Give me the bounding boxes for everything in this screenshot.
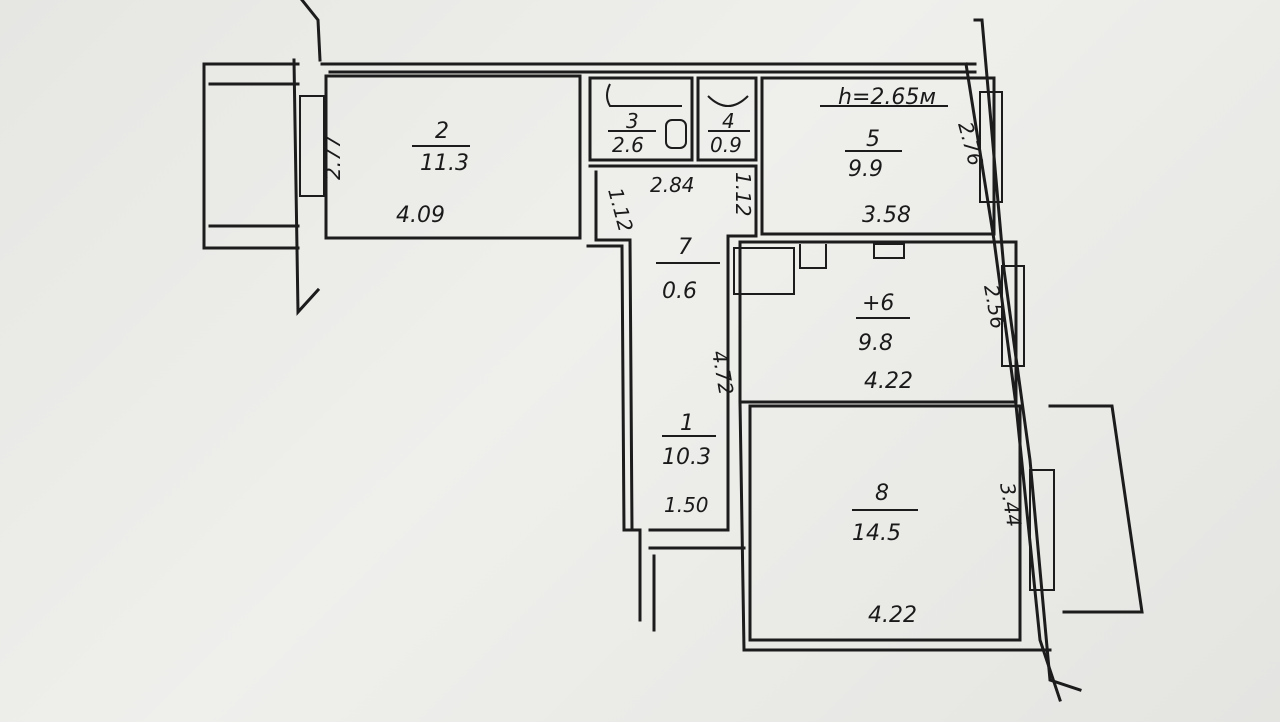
dim-room5-width: 3.58 <box>862 203 911 228</box>
dim-room2-height: 2.77 <box>321 135 345 180</box>
kitchen-sink-icon <box>799 244 827 269</box>
room-6-number: +6 <box>862 291 894 316</box>
dim-room5-height: 2.76 <box>953 119 988 168</box>
dim-room6-width: 4.22 <box>864 369 913 394</box>
radiator-icon <box>873 243 905 259</box>
room-2-number: 2 <box>435 119 449 144</box>
dim-hall-length: 4.72 <box>707 349 738 397</box>
dim-corridor-left: 1.12 <box>603 185 638 234</box>
room-8-number: 8 <box>875 481 889 506</box>
room-5-number: 5 <box>866 127 880 152</box>
dim-room8-height: 3.44 <box>995 481 1026 529</box>
dim-room8-width: 4.22 <box>868 603 917 628</box>
dim-room2-width: 4.09 <box>396 203 445 228</box>
room-1-number: 1 <box>680 411 694 436</box>
room-7-area: 0.6 <box>662 279 697 304</box>
room-7-number: 7 <box>678 235 692 260</box>
room-1-area: 10.3 <box>662 445 711 470</box>
room-3-outline <box>588 76 694 162</box>
room-4-outline <box>696 76 758 162</box>
window-room-6 <box>1001 265 1025 367</box>
dim-hall-width: 1.50 <box>664 493 709 517</box>
room-5-area: 9.9 <box>848 157 883 182</box>
sink-icon <box>665 119 687 149</box>
window-room-2 <box>299 95 325 197</box>
room-6-outline <box>738 240 1018 404</box>
ceiling-height-label: h=2.65м <box>838 85 936 110</box>
room-3-area: 2.6 <box>612 133 644 157</box>
label-dividers <box>412 105 948 511</box>
room-4-area: 0.9 <box>710 133 742 157</box>
bathtub-icon <box>606 83 682 107</box>
dim-corridor-right: 1.12 <box>731 172 755 217</box>
dim-corridor-width: 2.84 <box>650 173 695 197</box>
room-6-area: 9.8 <box>858 331 893 356</box>
room-3-number: 3 <box>626 109 639 133</box>
fixtures <box>606 83 905 295</box>
stove-icon <box>733 247 795 295</box>
room-2-area: 11.3 <box>420 151 469 176</box>
room-2-outline <box>324 74 582 240</box>
window-room-8 <box>1029 469 1055 591</box>
room-8-outline <box>748 404 1022 642</box>
room-8-area: 14.5 <box>852 521 901 546</box>
room-4-number: 4 <box>722 109 735 133</box>
window-room-5 <box>979 91 1003 203</box>
walls <box>202 0 1144 702</box>
toilet-icon <box>707 95 749 107</box>
